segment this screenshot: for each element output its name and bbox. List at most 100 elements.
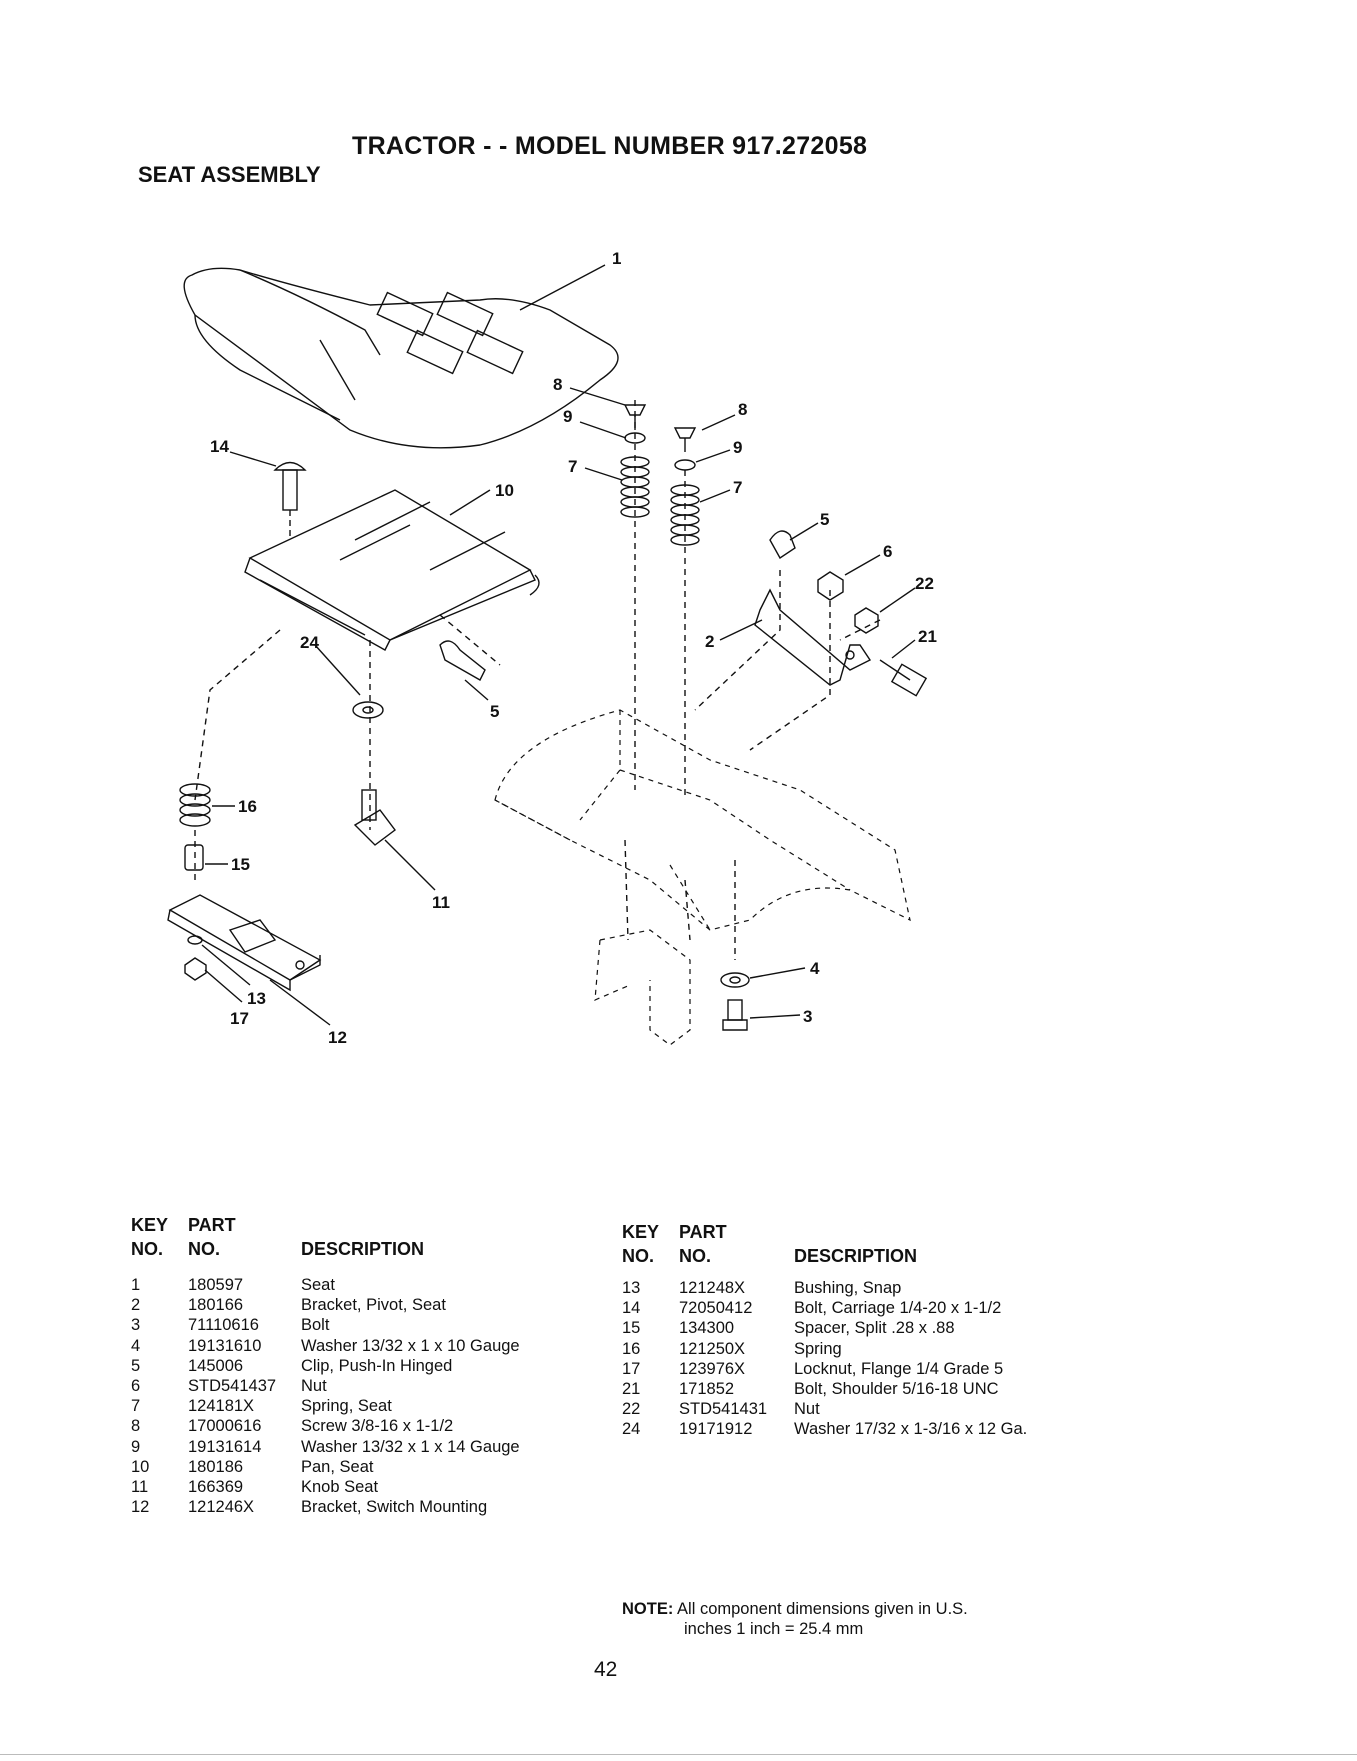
header-key: KEY — [622, 1222, 660, 1242]
part-no: 19131614 — [188, 1437, 262, 1456]
callout-16: 16 — [238, 797, 257, 816]
screw-part — [623, 404, 697, 452]
page-title: TRACTOR - - MODEL NUMBER 917.272058 — [352, 132, 868, 160]
callout-13: 13 — [247, 989, 266, 1008]
key-no: 2 — [131, 1296, 141, 1315]
part-no: 17000616 — [188, 1417, 262, 1436]
description: Bracket, Pivot, Seat — [301, 1296, 446, 1315]
clip-part — [769, 530, 796, 560]
seat-pan-part — [244, 489, 540, 651]
callout-1: 1 — [612, 249, 621, 268]
key-no: 17 — [622, 1359, 641, 1378]
part-no: 123976X — [679, 1359, 746, 1378]
key-no: 14 — [622, 1299, 641, 1318]
callout-5: 5 — [820, 510, 829, 529]
part-no: 72050412 — [679, 1299, 753, 1318]
description: Screw 3/8-16 x 1-1/2 — [301, 1417, 454, 1436]
part-no: 121248X — [679, 1279, 746, 1297]
part-no: 180186 — [188, 1457, 244, 1476]
key-no: 10 — [131, 1457, 150, 1476]
part-no: 124181X — [188, 1397, 255, 1416]
callout-21: 21 — [918, 627, 937, 646]
key-no: 15 — [622, 1319, 641, 1338]
part-no: 134300 — [679, 1319, 735, 1338]
header-part: PART — [188, 1215, 236, 1235]
callout-8: 8 — [553, 375, 562, 394]
nut-part — [817, 571, 844, 601]
key-no: 7 — [131, 1397, 141, 1416]
description: Spring, Seat — [301, 1397, 392, 1416]
description: Pan, Seat — [301, 1457, 374, 1476]
page-number: 42 — [594, 1658, 618, 1681]
description: Clip, Push-In Hinged — [301, 1356, 453, 1375]
header-part-no: NO. — [679, 1246, 712, 1266]
table-row: 5 145006 Clip, Push-In Hinged — [131, 1356, 591, 1376]
key-no: 5 — [131, 1356, 141, 1375]
key-no: 1 — [131, 1276, 141, 1294]
key-no: 6 — [131, 1377, 141, 1395]
part-no: 145006 — [188, 1356, 244, 1375]
description: Bracket, Switch Mounting — [301, 1498, 488, 1517]
key-no: 4 — [131, 1336, 141, 1355]
seat-assembly-diagram: 1 14 10 8 9 7 8 9 7 5 6 22 21 2 24 5 16 … — [167, 249, 937, 1047]
callout-6: 6 — [883, 542, 892, 561]
spacer-part — [184, 844, 204, 871]
part-no: 171852 — [679, 1380, 735, 1398]
callout-15: 15 — [231, 855, 250, 874]
pivot-bracket-part — [754, 588, 872, 686]
description: Washer 17/32 x 1-3/16 x 12 Ga. — [794, 1420, 1028, 1439]
description: Bolt — [301, 1316, 330, 1335]
callout-3: 3 — [803, 1007, 812, 1026]
callout-4: 4 — [810, 959, 820, 978]
header-key-no: NO. — [622, 1246, 655, 1266]
part-no: STD541431 — [679, 1400, 768, 1419]
seat-spring-part — [620, 456, 700, 546]
washer-part — [720, 972, 750, 988]
table-row: 10 180186 Pan, Seat — [131, 1457, 591, 1477]
part-no: STD541437 — [188, 1377, 277, 1395]
description: Nut — [794, 1400, 820, 1419]
callout-5b: 5 — [490, 702, 499, 721]
callout-12: 12 — [328, 1028, 347, 1047]
table-row: 17 123976X Locknut, Flange 1/4 Grade 5 — [622, 1359, 1082, 1379]
description: Locknut, Flange 1/4 Grade 5 — [794, 1359, 1004, 1378]
callout-7b: 7 — [733, 478, 742, 497]
key-no: 13 — [622, 1279, 641, 1297]
part-no: 19171912 — [679, 1420, 753, 1439]
note-line-2: inches 1 inch = 25.4 mm — [684, 1620, 864, 1638]
key-no: 24 — [622, 1420, 641, 1439]
part-no: 180166 — [188, 1296, 244, 1315]
key-no: 3 — [131, 1316, 141, 1335]
table-row: 22 STD541431 Nut — [622, 1399, 1082, 1419]
dimension-note: NOTE: All component dimensions given in … — [622, 1599, 968, 1639]
nut-part — [854, 607, 879, 634]
header-description: DESCRIPTION — [301, 1239, 425, 1259]
callout-10: 10 — [495, 481, 514, 500]
callout-22: 22 — [915, 574, 934, 593]
callout-7: 7 — [568, 457, 577, 476]
knob-part — [353, 789, 396, 846]
page-edge-rule — [0, 1754, 1357, 1755]
header-part: PART — [679, 1222, 727, 1242]
part-no: 71110616 — [188, 1316, 259, 1335]
section-title: SEAT ASSEMBLY — [138, 162, 321, 187]
description: Seat — [301, 1276, 335, 1294]
table-row: 2 180166 Bracket, Pivot, Seat — [131, 1295, 591, 1315]
note-line-1: All component dimensions given in U.S. — [677, 1600, 968, 1618]
callout-8b: 8 — [738, 400, 747, 419]
key-no: 22 — [622, 1400, 641, 1419]
callout-9b: 9 — [733, 438, 742, 457]
callout-2: 2 — [705, 632, 714, 651]
description: Bolt, Shoulder 5/16-18 UNC — [794, 1380, 999, 1398]
callout-9: 9 — [563, 407, 572, 426]
carriage-bolt-part — [273, 461, 307, 540]
